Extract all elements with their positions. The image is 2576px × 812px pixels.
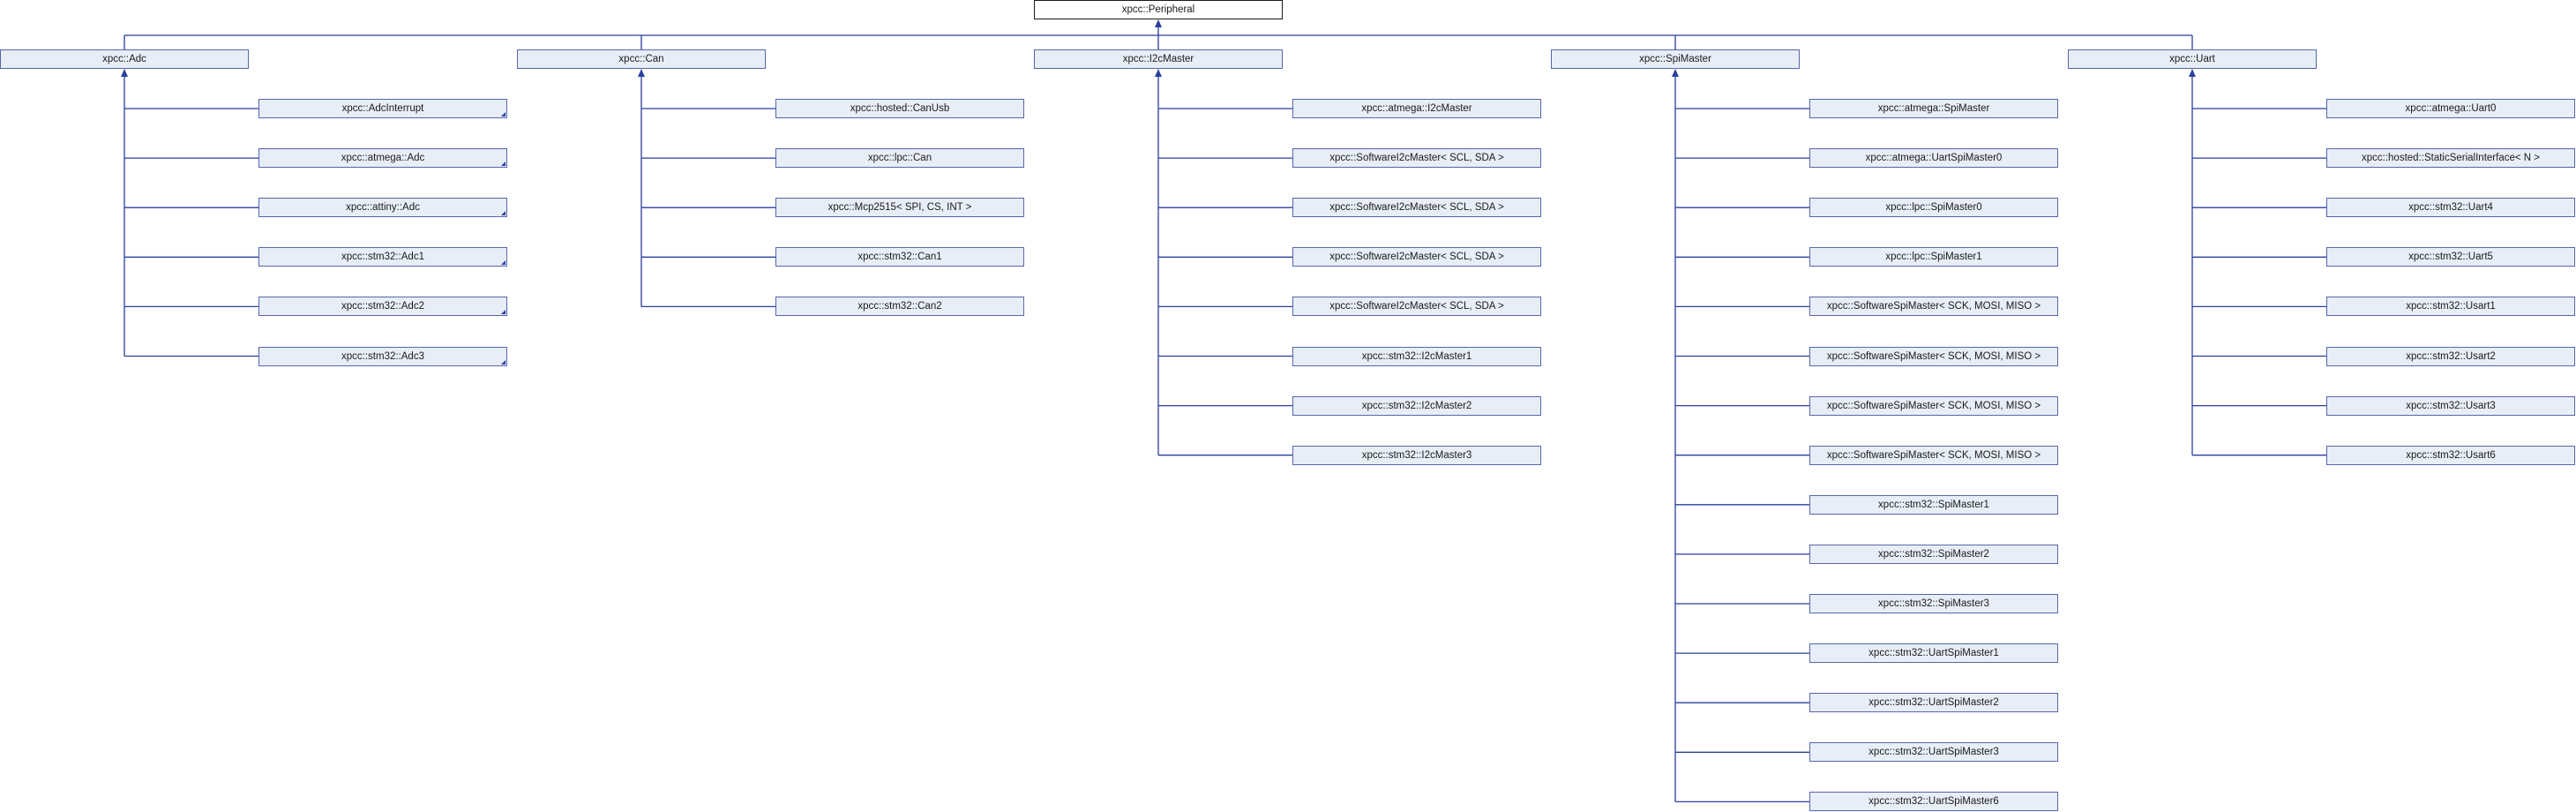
node-group-3-child-9[interactable]: xpcc::stm32::SpiMaster2: [1809, 544, 2058, 564]
node-group-2-child-7[interactable]: xpcc::stm32::I2cMaster3: [1292, 445, 1541, 465]
group-0-arrow-head: [121, 69, 128, 77]
node-group-4-child-0[interactable]: xpcc::atmega::Uart0: [2326, 99, 2575, 118]
node-group-1-child-2[interactable]: xpcc::Mcp2515< SPI, CS, INT >: [775, 198, 1024, 218]
node-group-1[interactable]: xpcc::Can: [517, 49, 766, 69]
node-group-3-child-3[interactable]: xpcc::lpc::SpiMaster1: [1809, 247, 2058, 267]
node-group-2-child-4[interactable]: xpcc::SoftwareI2cMaster< SCL, SDA >: [1292, 297, 1541, 317]
node-group-0[interactable]: xpcc::Adc: [0, 49, 249, 69]
group-3-arrow-head: [1672, 69, 1679, 77]
node-group-3-child-12[interactable]: xpcc::stm32::UartSpiMaster2: [1809, 693, 2058, 713]
node-group-2-child-3[interactable]: xpcc::SoftwareI2cMaster< SCL, SDA >: [1292, 247, 1541, 267]
node-group-1-child-3[interactable]: xpcc::stm32::Can1: [775, 247, 1024, 267]
node-group-3-child-7[interactable]: xpcc::SoftwareSpiMaster< SCK, MOSI, MISO…: [1809, 445, 2058, 465]
node-group-2-child-6[interactable]: xpcc::stm32::I2cMaster2: [1292, 395, 1541, 416]
node-group-0-child-5[interactable]: xpcc::stm32::Adc3: [258, 346, 507, 366]
root-arrow-head: [1155, 19, 1162, 27]
node-group-4[interactable]: xpcc::Uart: [2068, 49, 2317, 69]
node-group-3-child-14[interactable]: xpcc::stm32::UartSpiMaster6: [1809, 792, 2058, 812]
node-group-1-child-1[interactable]: xpcc::lpc::Can: [775, 148, 1024, 169]
node-group-4-child-7[interactable]: xpcc::stm32::Usart6: [2326, 445, 2575, 465]
node-group-4-child-3[interactable]: xpcc::stm32::Uart5: [2326, 247, 2575, 267]
node-group-0-child-3[interactable]: xpcc::stm32::Adc1: [258, 247, 507, 267]
node-group-4-child-1[interactable]: xpcc::hosted::StaticSerialInterface< N >: [2326, 148, 2575, 169]
node-group-0-child-4[interactable]: xpcc::stm32::Adc2: [258, 297, 507, 317]
node-group-3-child-8[interactable]: xpcc::stm32::SpiMaster1: [1809, 494, 2058, 515]
node-group-2-child-2[interactable]: xpcc::SoftwareI2cMaster< SCL, SDA >: [1292, 198, 1541, 218]
group-4-arrow-head: [2189, 69, 2196, 77]
node-group-3-child-11[interactable]: xpcc::stm32::UartSpiMaster1: [1809, 643, 2058, 664]
node-group-3-child-10[interactable]: xpcc::stm32::SpiMaster3: [1809, 594, 2058, 613]
group-1-arrow-head: [638, 69, 645, 77]
node-group-4-child-6[interactable]: xpcc::stm32::Usart3: [2326, 395, 2575, 416]
node-group-3-child-0[interactable]: xpcc::atmega::SpiMaster: [1809, 99, 2058, 118]
node-group-3-child-4[interactable]: xpcc::SoftwareSpiMaster< SCK, MOSI, MISO…: [1809, 297, 2058, 317]
node-group-0-child-0[interactable]: xpcc::AdcInterrupt: [258, 99, 507, 118]
group-2-arrow-head: [1155, 69, 1162, 77]
node-group-3-child-5[interactable]: xpcc::SoftwareSpiMaster< SCK, MOSI, MISO…: [1809, 346, 2058, 366]
node-group-3-child-13[interactable]: xpcc::stm32::UartSpiMaster3: [1809, 742, 2058, 763]
node-group-4-child-4[interactable]: xpcc::stm32::Usart1: [2326, 297, 2575, 317]
node-group-2-child-1[interactable]: xpcc::SoftwareI2cMaster< SCL, SDA >: [1292, 148, 1541, 169]
node-group-3[interactable]: xpcc::SpiMaster: [1551, 49, 1800, 69]
node-group-3-child-2[interactable]: xpcc::lpc::SpiMaster0: [1809, 198, 2058, 218]
node-group-3-child-6[interactable]: xpcc::SoftwareSpiMaster< SCK, MOSI, MISO…: [1809, 395, 2058, 416]
node-group-2-child-0[interactable]: xpcc::atmega::I2cMaster: [1292, 99, 1541, 118]
node-group-0-child-1[interactable]: xpcc::atmega::Adc: [258, 148, 507, 169]
node-group-2-child-5[interactable]: xpcc::stm32::I2cMaster1: [1292, 346, 1541, 366]
node-group-1-child-0[interactable]: xpcc::hosted::CanUsb: [775, 99, 1024, 118]
node-root[interactable]: xpcc::Peripheral: [1034, 0, 1283, 19]
node-group-4-child-2[interactable]: xpcc::stm32::Uart4: [2326, 198, 2575, 218]
node-group-3-child-1[interactable]: xpcc::atmega::UartSpiMaster0: [1809, 148, 2058, 169]
node-group-2[interactable]: xpcc::I2cMaster: [1034, 49, 1283, 69]
node-group-1-child-4[interactable]: xpcc::stm32::Can2: [775, 297, 1024, 317]
node-group-0-child-2[interactable]: xpcc::attiny::Adc: [258, 198, 507, 218]
node-group-4-child-5[interactable]: xpcc::stm32::Usart2: [2326, 346, 2575, 366]
